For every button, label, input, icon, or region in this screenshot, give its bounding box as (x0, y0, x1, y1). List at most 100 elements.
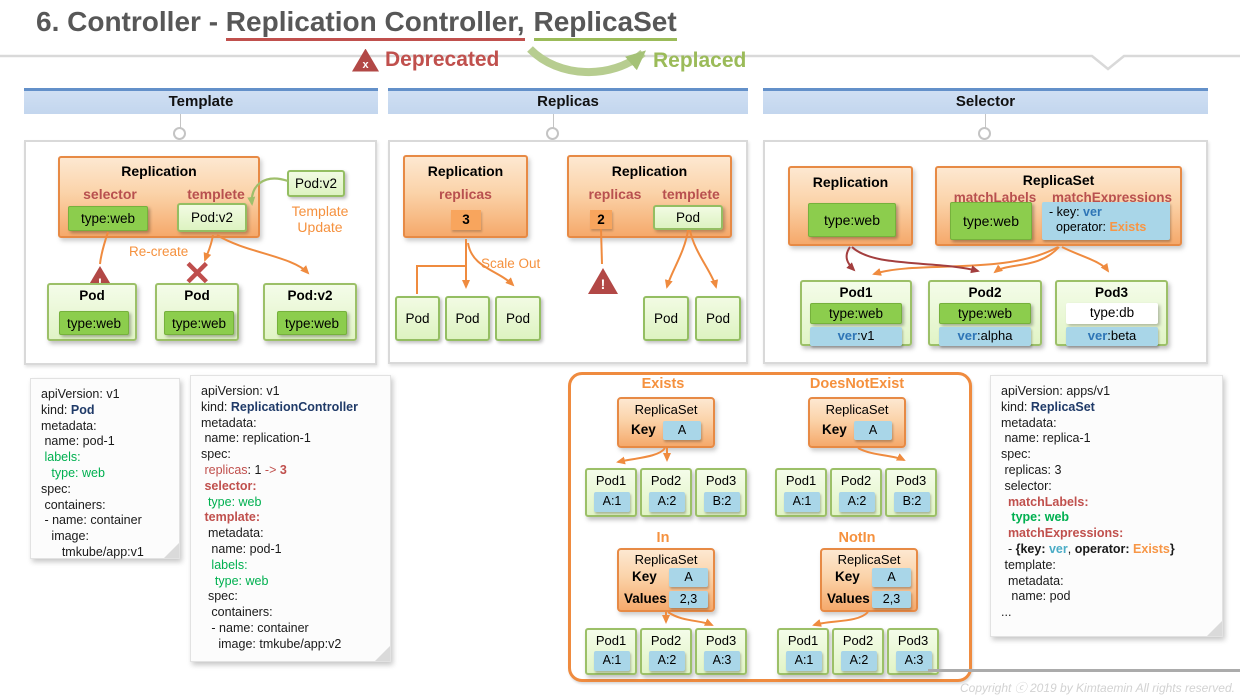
doesnotexist-replicaset-box: ReplicaSet Key A (808, 397, 906, 448)
replicas-pod: Pod (395, 296, 440, 341)
templete-field-label: templete (187, 186, 245, 202)
pod-title: Pod3 (1094, 285, 1128, 300)
pod-title: Pod1 (595, 633, 627, 648)
replicas-pod: Pod (695, 296, 741, 341)
connector-line (180, 114, 181, 128)
connector-line (553, 114, 554, 128)
replicaset-title: ReplicaSet (837, 552, 901, 567)
doesnotexist-pod-3: Pod3 B:2 (885, 468, 937, 517)
pod-title: Pod2 (650, 633, 682, 648)
exists-pod-1: Pod1 A:1 (585, 468, 637, 517)
pod-title: Pod3 (705, 473, 737, 488)
pod-ver-label: ver:v1 (810, 327, 902, 346)
pod-label: A:2 (649, 651, 685, 671)
replicaset-title: ReplicaSet (1022, 172, 1095, 188)
recreate-label: Re-create (129, 244, 189, 259)
selector-field-label: selector (83, 186, 137, 202)
operator-title-in: In (656, 530, 670, 546)
pod-title: Pod1 (595, 473, 627, 488)
template-pod-2: Pod type:web (155, 283, 239, 341)
pod-label: type:web (164, 311, 234, 335)
pod-title: Pod3 (897, 633, 929, 648)
values-value-chip: 2,3 (872, 591, 911, 608)
templete-pod-chip: Pod (653, 205, 723, 230)
replicas-pod: Pod (643, 296, 689, 341)
exists-pod-2: Pod2 A:2 (640, 468, 692, 517)
replaced-label: Replaced (653, 49, 747, 72)
pod-title: Pod3 (705, 633, 737, 648)
deprecated-warning-icon: x (352, 48, 379, 72)
replication-title: Replication (611, 163, 688, 179)
pod-title: Pod1 (785, 473, 817, 488)
panel-header-template: Template (24, 88, 378, 114)
pod-ver-label: ver:alpha (939, 327, 1031, 346)
matchexpressions-label: matchExpressions (1051, 190, 1173, 205)
page-title: 6. Controller - Replication Controller,R… (36, 6, 677, 41)
in-pod-1: Pod1 A:1 (585, 628, 637, 675)
pod-label: A:1 (594, 492, 630, 512)
pod-title: Pod (184, 288, 210, 303)
operator-title-doesnotexist: DoesNotExist (809, 376, 905, 392)
in-replicaset-box: ReplicaSet Key A Values 2,3 (617, 548, 715, 612)
footer-divider (928, 669, 1240, 672)
title-prefix: 6. Controller - (36, 6, 226, 37)
connector-circle (173, 127, 186, 140)
panel-header-replicas: Replicas (388, 88, 748, 114)
selector-pod-3: Pod3 type:db ver:beta (1055, 280, 1168, 346)
notin-pod-3: Pod3 A:3 (887, 628, 939, 675)
in-pod-3: Pod3 A:3 (695, 628, 747, 675)
expr-op-value: Exists (1109, 220, 1147, 234)
pod-type-label: type:web (810, 303, 902, 324)
operator-title-notin: NotIn (838, 530, 876, 546)
selector-value-chip: type:web (68, 206, 148, 231)
replicas-field-label: replicas (588, 186, 642, 202)
pod-label: A:2 (839, 492, 875, 512)
deprecated-label: Deprecated (385, 48, 500, 71)
pod-ver-label: ver:beta (1066, 327, 1158, 346)
key-value-chip: A (663, 421, 701, 440)
replicas-pod: Pod (445, 296, 490, 341)
deprecated-badge: x Deprecated (352, 48, 499, 72)
pod-label: type:web (277, 311, 347, 335)
pod-title: Pod2 (842, 633, 874, 648)
expr-op-label: operator: (1056, 220, 1110, 234)
selector-pod-2: Pod2 type:web ver:alpha (928, 280, 1042, 346)
pod-title: Pod2 (968, 285, 1002, 300)
operator-title-exists: Exists (641, 376, 685, 392)
exists-replicaset-box: ReplicaSet Key A (617, 397, 715, 448)
replicas-pod: Pod (495, 296, 541, 341)
matchlabels-value-chip: type:web (950, 202, 1032, 240)
selector-pod-1: Pod1 type:web ver:v1 (800, 280, 912, 346)
copyright-text: Copyright ⓒ 2019 by Kimtaemin All rights… (959, 681, 1235, 695)
key-value-chip: A (669, 568, 708, 587)
key-label: Key (822, 422, 847, 437)
replicas-field-label: replicas (439, 186, 492, 202)
pod-title: Pod1 (839, 285, 873, 300)
pod-label: A:2 (649, 492, 685, 512)
values-label: Values (624, 591, 667, 606)
title-replicaset: ReplicaSet (533, 6, 677, 41)
pod-label: A:2 (841, 651, 877, 671)
pod-label: A:1 (786, 651, 822, 671)
pod-title: Pod2 (650, 473, 682, 488)
pod-label: B:2 (894, 492, 930, 512)
pod-type-label: type:db (1066, 303, 1158, 324)
panel-header-selector: Selector (763, 88, 1208, 114)
replication-title: Replication (427, 163, 504, 179)
scale-out-label: Scale Out (481, 256, 541, 271)
pod-title: Pod:v2 (287, 288, 333, 303)
replicas-count-chip: 2 (590, 210, 612, 229)
values-value-chip: 2,3 (669, 591, 708, 608)
exists-pod-3: Pod3 B:2 (695, 468, 747, 517)
pod-label: A:1 (784, 492, 820, 512)
replicaset-title: ReplicaSet (634, 552, 698, 567)
pod-label: A:3 (896, 651, 932, 671)
template-pod-3: Pod:v2 type:web (263, 283, 357, 341)
pod-title: Pod (79, 288, 105, 303)
pod-title: Pod2 (840, 473, 872, 488)
expr-prefix: - key: (1049, 205, 1084, 219)
